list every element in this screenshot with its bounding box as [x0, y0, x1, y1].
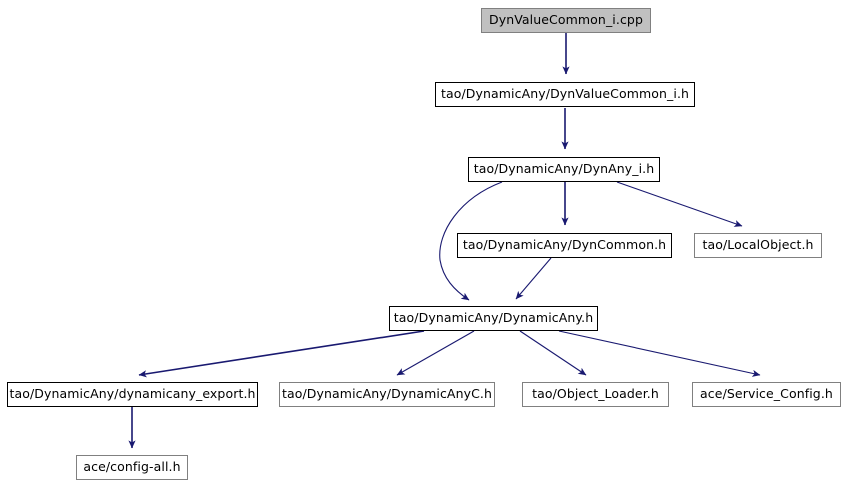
node-tao-object-loader-h[interactable]: tao/Object_Loader.h	[522, 382, 669, 407]
node-tao-dynamicany-dynamicany-export-h[interactable]: tao/DynamicAny/dynamicany_export.h	[7, 382, 258, 407]
node-label: tao/DynamicAny/DynamicAnyC.h	[281, 386, 493, 402]
edge-dynany-to-localobject	[616, 181, 743, 227]
node-tao-dynamicany-dynany-i-h[interactable]: tao/DynamicAny/DynAny_i.h	[468, 157, 660, 182]
node-label: tao/DynamicAny/DynamicAny.h	[393, 310, 594, 326]
node-dynvaluecommon-i-cpp[interactable]: DynValueCommon_i.cpp	[481, 8, 651, 33]
node-label: tao/DynamicAny/DynCommon.h	[462, 237, 667, 253]
node-label: ace/config-all.h	[83, 459, 181, 475]
node-ace-service-config-h[interactable]: ace/Service_Config.h	[692, 382, 841, 407]
edge-dynamicany-to-export	[138, 330, 425, 378]
node-label: tao/Object_Loader.h	[532, 386, 659, 402]
node-label: tao/DynamicAny/dynamicany_export.h	[9, 386, 256, 402]
edge-dynamicany-to-object-loader	[519, 330, 587, 376]
node-tao-localobject-h[interactable]: tao/LocalObject.h	[694, 233, 822, 258]
node-tao-dynamicany-dynamicany-h[interactable]: tao/DynamicAny/DynamicAny.h	[389, 306, 598, 331]
edge-dynamicany-to-dynamicanyc	[396, 330, 475, 376]
node-tao-dynamicany-dynamicanyc-h[interactable]: tao/DynamicAny/DynamicAnyC.h	[279, 382, 495, 407]
node-label: tao/LocalObject.h	[702, 237, 814, 253]
node-tao-dynamicany-dyncommon-h[interactable]: tao/DynamicAny/DynCommon.h	[457, 233, 672, 258]
edge-dynamicany-to-service-config	[558, 330, 761, 377]
node-label: ace/Service_Config.h	[700, 386, 833, 402]
node-tao-dynamicany-dynvaluecommon-i-h[interactable]: tao/DynamicAny/DynValueCommon_i.h	[435, 82, 695, 107]
node-label: tao/DynamicAny/DynAny_i.h	[473, 161, 655, 177]
node-ace-config-all-h[interactable]: ace/config-all.h	[76, 455, 188, 480]
edge-dyncommon-to-dynamicany	[515, 257, 552, 300]
node-label: DynValueCommon_i.cpp	[488, 12, 643, 28]
node-label: tao/DynamicAny/DynValueCommon_i.h	[440, 86, 690, 102]
